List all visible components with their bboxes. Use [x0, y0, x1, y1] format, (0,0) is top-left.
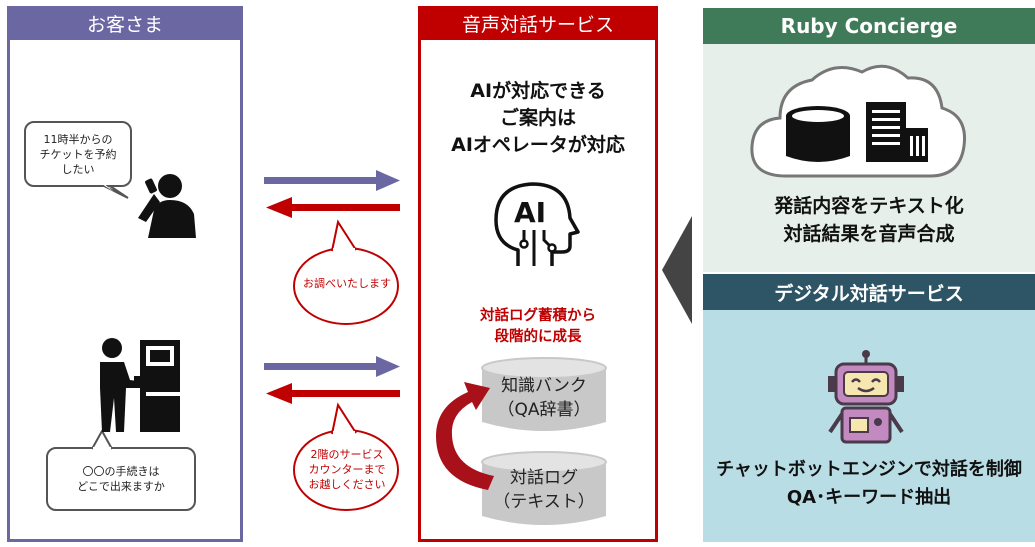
ruby-concierge-description: 発話内容をテキスト化 対話結果を音声合成 — [703, 192, 1035, 248]
voice-service-title: 音声対話サービス — [461, 13, 614, 36]
customer-title: お客さま — [86, 13, 163, 36]
ai-operator-description: AIが対応できる ご案内は AIオペレータが対応 — [418, 78, 658, 159]
growth-line2: 段階的に成長 — [494, 329, 582, 345]
voice-service-header: 音声対話サービス — [418, 6, 658, 40]
dialog-log-cylinder — [481, 451, 607, 525]
reply1-text: お調べいたします — [303, 277, 391, 290]
reply-bubble-2: 2階のサービス カウンターまで お越しください — [294, 447, 400, 492]
bubble1-line1: 11時半からの — [43, 132, 113, 146]
ai-head-icon: AI — [494, 182, 580, 266]
digital-service-title: デジタル対話サービス — [774, 282, 964, 305]
ruby-line1: 発話内容をテキスト化 — [774, 195, 964, 217]
reply-bubble-2-shape — [293, 402, 399, 511]
bubble1-tail-cover — [96, 180, 114, 192]
dialog-log-line1: 対話ログ — [510, 468, 578, 488]
growth-line1: 対話ログ蓄積から — [480, 308, 596, 324]
ruby-concierge-header: Ruby Concierge — [703, 8, 1035, 44]
digital-line2: QA･キーワード抽出 — [786, 487, 952, 508]
ruby-line2: 対話結果を音声合成 — [783, 223, 955, 245]
growth-curved-arrow — [436, 382, 494, 490]
ai-line2: ご案内は — [499, 107, 576, 129]
bubble2-line1: 〇〇の手続きは — [82, 465, 160, 478]
arrow-pair-1 — [264, 170, 400, 218]
bubble1-line2: チケットを予約 — [39, 147, 117, 161]
knowledge-line1: 知識バンク — [501, 376, 587, 396]
ai-icon-text: AI — [514, 196, 546, 229]
reply-bubble-1: お調べいたします — [294, 276, 400, 291]
reply2-line3: お越しください — [308, 478, 386, 491]
customer-header: お客さま — [7, 6, 243, 40]
dialog-log-label: 対話ログ （テキスト） — [480, 466, 608, 514]
dialog-log-line2: （テキスト） — [493, 492, 595, 512]
reply2-line2: カウンターまで — [308, 463, 386, 476]
ai-line3: AIオペレータが対応 — [451, 134, 625, 156]
cloud-server-icon — [750, 64, 967, 178]
knowledge-bank-cylinder — [481, 357, 607, 431]
digital-service-header: デジタル対話サービス — [703, 274, 1035, 310]
growth-note: 対話ログ蓄積から 段階的に成長 — [418, 306, 658, 348]
bubble2-line2: どこで出来ますか — [77, 480, 165, 493]
ai-line1: AIが対応できる — [470, 80, 606, 102]
arrow-pair-2 — [264, 356, 400, 404]
customer-speech-bubble-1: 11時半からの チケットを予約 したい — [24, 121, 132, 187]
knowledge-bank-label: 知識バンク （QA辞書） — [480, 374, 608, 422]
chevron-left-icon — [662, 216, 692, 324]
reply-bubble-1-shape — [293, 219, 399, 325]
knowledge-line2: （QA辞書） — [497, 400, 591, 420]
kiosk-user-icon — [100, 338, 180, 432]
customer-speech-bubble-2: 〇〇の手続きは どこで出来ますか — [46, 447, 196, 511]
digital-line1: チャットボットエンジンで対話を制御 — [716, 459, 1022, 480]
digital-service-description: チャットボットエンジンで対話を制御 QA･キーワード抽出 — [703, 456, 1035, 512]
robot-icon — [828, 350, 904, 444]
bubble1-line3: したい — [61, 162, 95, 176]
phone-caller-icon — [138, 174, 196, 238]
reply2-line1: 2階のサービス — [310, 448, 384, 461]
ruby-concierge-title: Ruby Concierge — [780, 14, 958, 38]
